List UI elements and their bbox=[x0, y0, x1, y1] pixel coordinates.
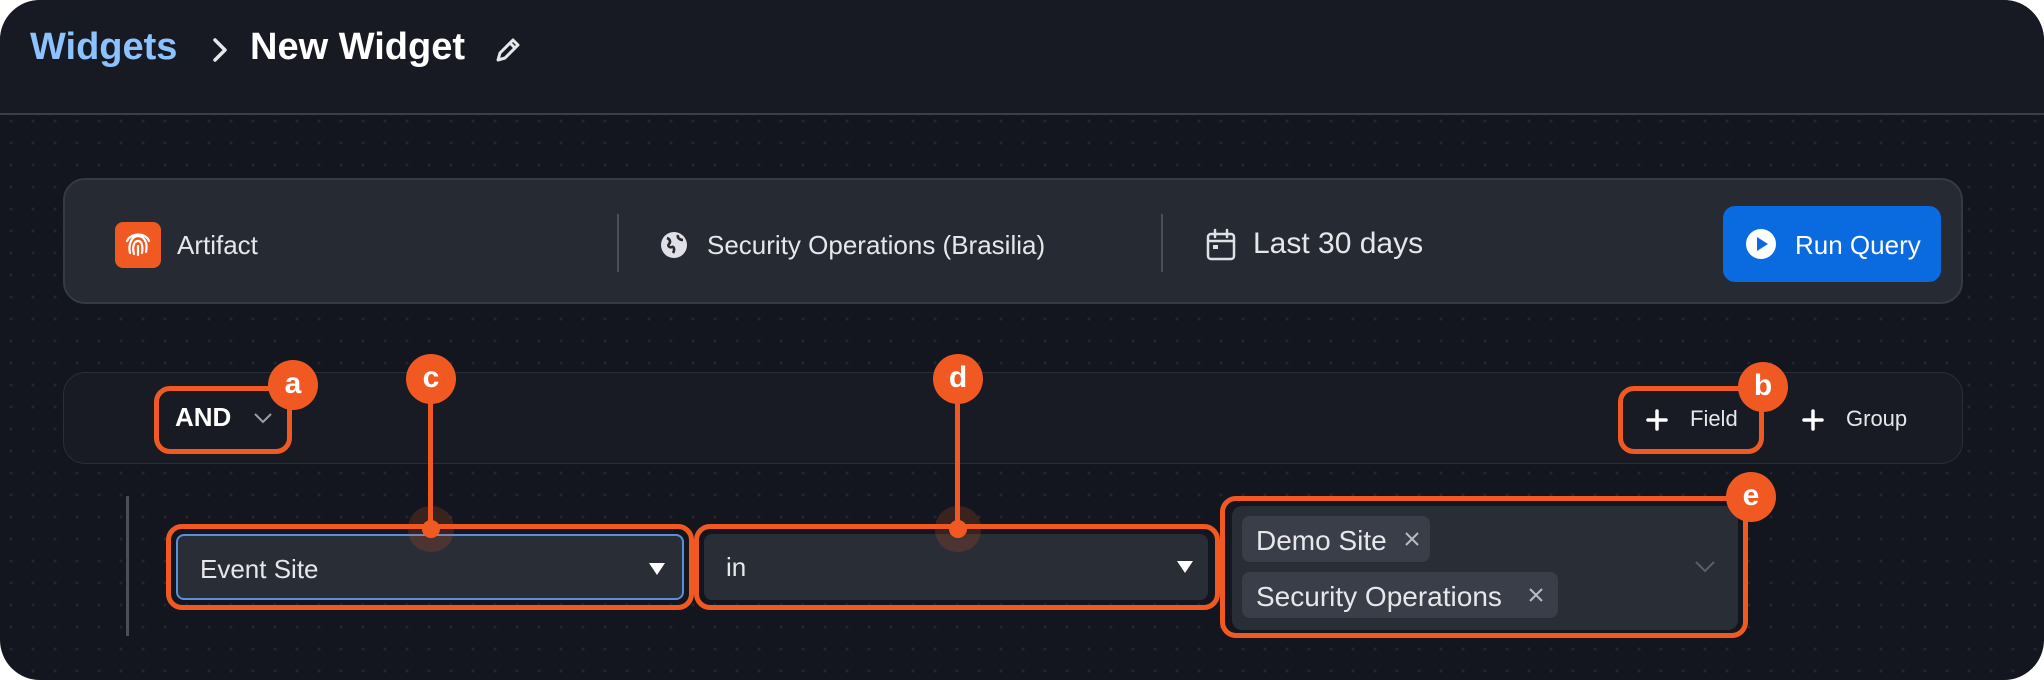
callout-badge-d: d bbox=[933, 354, 983, 404]
divider bbox=[1161, 214, 1163, 272]
source-selector[interactable]: Artifact bbox=[177, 230, 258, 260]
globe-icon bbox=[661, 232, 687, 258]
callout-badge-c: c bbox=[406, 354, 456, 404]
chevron-down-icon bbox=[254, 413, 272, 424]
plus-icon bbox=[1646, 409, 1668, 431]
divider bbox=[617, 214, 619, 272]
close-icon[interactable] bbox=[1404, 531, 1420, 547]
value-tag: Security Operations bbox=[1242, 572, 1558, 618]
page-title: New Widget bbox=[250, 26, 465, 68]
header-bar: Widgets New Widget bbox=[0, 0, 2044, 115]
callout-connector-c bbox=[428, 400, 433, 530]
plus-icon bbox=[1802, 409, 1824, 431]
operator-select-value: in bbox=[726, 552, 747, 582]
condition-tree-line bbox=[126, 496, 129, 636]
calendar-icon bbox=[1206, 228, 1236, 261]
callout-badge-a: a bbox=[268, 360, 318, 410]
value-tag-label: Security Operations bbox=[1256, 581, 1502, 612]
value-tag: Demo Site bbox=[1242, 516, 1430, 562]
value-tag-label: Demo Site bbox=[1256, 525, 1387, 556]
run-query-button[interactable]: Run Query bbox=[1723, 206, 1941, 282]
date-range-selector[interactable]: Last 30 days bbox=[1253, 227, 1424, 260]
pencil-icon[interactable] bbox=[492, 34, 524, 66]
callout-badge-b: b bbox=[1738, 362, 1788, 412]
query-bar: Artifact Security Operations (Brasilia) … bbox=[63, 178, 1963, 304]
logic-operator-select[interactable]: AND bbox=[175, 402, 232, 432]
play-icon bbox=[1746, 229, 1776, 259]
add-group-button[interactable]: Group bbox=[1846, 406, 1908, 431]
operator-select[interactable]: in bbox=[704, 534, 1208, 600]
close-icon[interactable] bbox=[1528, 587, 1544, 603]
field-select-value: Event Site bbox=[200, 554, 319, 584]
chevron-right-icon bbox=[213, 38, 227, 62]
fingerprint-icon bbox=[115, 222, 161, 268]
callout-highlight-b bbox=[1618, 386, 1764, 454]
caret-down-icon bbox=[649, 563, 665, 575]
callout-highlight-e bbox=[1220, 496, 1748, 638]
callout-anchor-c bbox=[422, 520, 440, 538]
callout-anchor-d bbox=[949, 520, 967, 538]
breadcrumb-widgets-link[interactable]: Widgets bbox=[30, 26, 178, 68]
callout-badge-e: e bbox=[1726, 472, 1776, 522]
site-selector[interactable]: Security Operations (Brasilia) bbox=[707, 230, 1046, 260]
callout-highlight-a bbox=[154, 386, 292, 454]
add-field-button[interactable]: Field bbox=[1690, 406, 1738, 431]
run-query-label: Run Query bbox=[1795, 230, 1921, 260]
callout-connector-d bbox=[955, 400, 960, 530]
chevron-down-icon bbox=[1695, 561, 1715, 573]
caret-down-icon bbox=[1177, 561, 1193, 573]
